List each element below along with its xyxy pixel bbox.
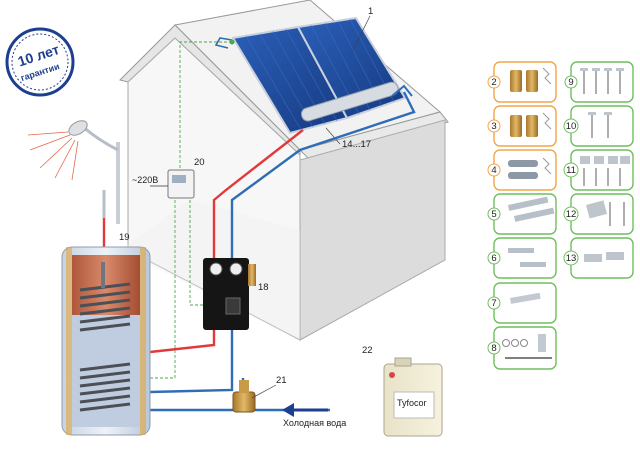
callout-canister: 22 [362,345,373,356]
solar-panel [231,16,407,135]
part-number: 11 [566,165,576,176]
boiler [61,246,151,436]
canister-sticker: Tyfocor [397,398,427,408]
part-card [493,282,557,324]
warranty-badge: 10 лет гарантии [5,27,75,97]
callout-panel: 1 [368,6,373,17]
part-number: 9 [568,77,573,88]
parts-left-numbers: 2 3 4 5 6 7 8 [487,75,501,355]
part-card [493,237,557,279]
part-number: 13 [566,253,577,264]
callout-boiler: 19 [119,232,130,243]
part-card [493,61,557,103]
callout-mixing-valve: 21 [276,375,287,386]
controller [150,169,195,199]
mixing-valve [232,380,256,413]
callout-controller: 20 [194,157,205,168]
pump-station [203,258,256,330]
part-number: 12 [566,209,577,220]
voltage-label: ~220В [132,175,158,185]
parts-right-numbers: 9 10 11 12 13 [563,75,579,266]
callout-pump-station: 18 [258,282,269,293]
part-card [493,326,557,370]
part-card [493,105,557,147]
part-number: 8 [491,343,496,354]
part-number: 10 [566,121,577,132]
parts-panel: 2 3 4 5 6 7 8 9 10 11 12 13 [487,61,634,370]
part-number: 4 [491,165,496,176]
part-number: 5 [491,209,496,220]
shower [27,120,120,224]
cold-water-arrow [282,403,328,417]
part-number: 3 [491,121,496,132]
part-number: 6 [491,253,496,264]
callout-collector-mount: 14...17 [342,139,371,150]
cold-water-label: Холодная вода [283,418,346,428]
canister [383,357,443,437]
part-number: 7 [491,298,496,309]
part-card [570,105,634,147]
part-number: 2 [491,77,496,88]
